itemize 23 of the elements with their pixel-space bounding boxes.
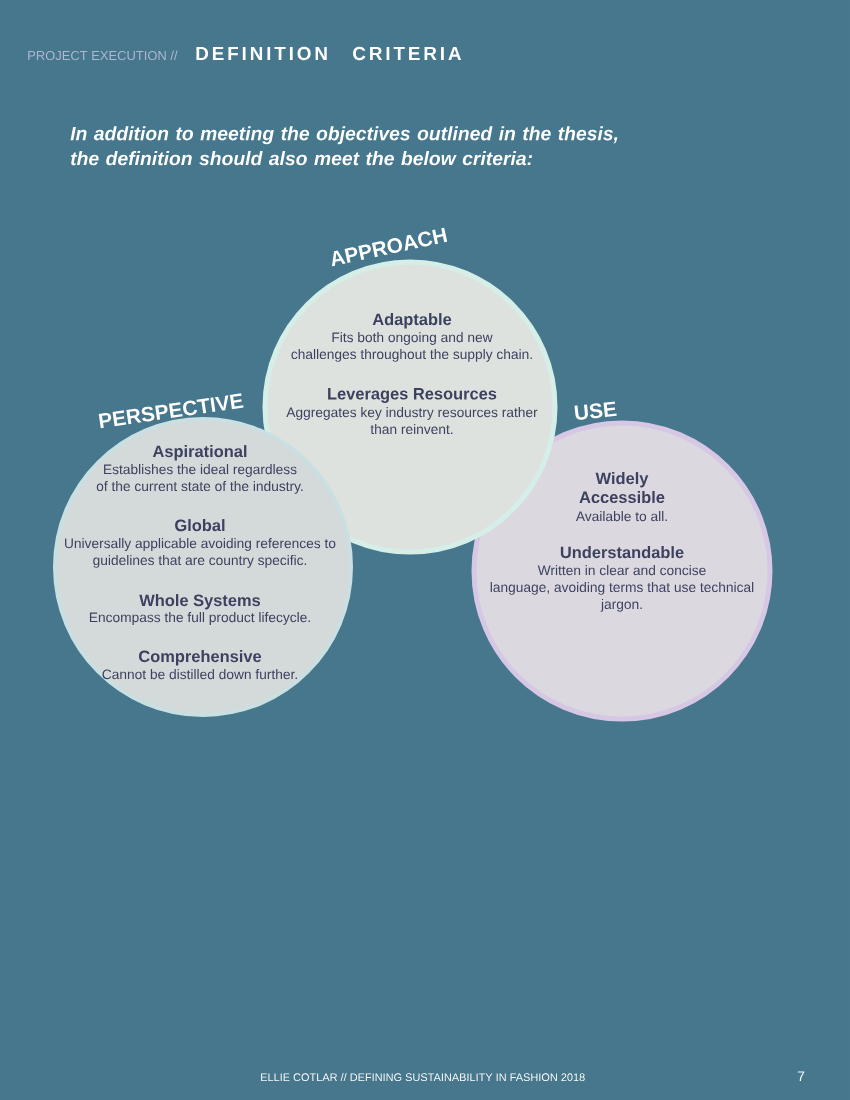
criterion-description: Universally applicable avoiding references to guidelines that are country specific. <box>65 538 336 568</box>
circle-heading: PERSPECTIVE <box>98 393 244 429</box>
criterion-description: Aggregates key industry resources rather than reinvent. <box>286 407 538 435</box>
criterion-title: Comprehensive <box>139 650 262 666</box>
intro-text: In addition to meeting the objectives outlined in the thesis, the definition should also meet the below criteria: <box>70 126 618 166</box>
section-label: PROJECT EXECUTION // <box>28 50 178 61</box>
criterion-title: Global <box>175 519 225 532</box>
circle-heading: USE <box>574 401 617 420</box>
page-number: 7 <box>797 1071 805 1081</box>
criterion-title: Adaptable <box>372 313 452 329</box>
criterion-description: Cannot be distilled down further. <box>102 669 297 680</box>
criterion-title: Whole Systems <box>139 594 261 610</box>
footer-text: ELLIE COTLAR // DEFINING SUSTAINABILITY IN FASHION 2018 <box>261 1073 585 1082</box>
criterion-title: Aspirational <box>152 445 247 461</box>
criterion-description: Written in clear and concise language, avoiding terms that use technical jargon. <box>490 565 754 612</box>
criterion-description: Available to all. <box>575 511 667 522</box>
criterion-description: Establishes the ideal regardless of the current state of the industry. <box>96 464 303 494</box>
page-title: DEFINITION CRITERIA <box>196 46 462 61</box>
criterion-description: Encompass the full product lifecycle. <box>89 612 310 625</box>
criterion-title: Understandable <box>560 546 684 559</box>
criterion-title: Widely Accessible <box>579 472 665 504</box>
criterion-description: Fits both ongoing and new challenges throughout the supply chain. <box>291 332 532 362</box>
criterion-title: Leverages Resources <box>328 388 497 403</box>
